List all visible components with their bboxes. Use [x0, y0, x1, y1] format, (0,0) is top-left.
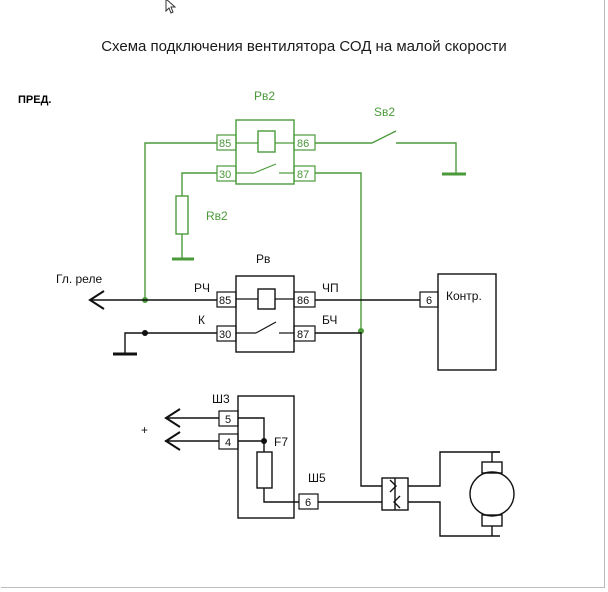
- motor-icon: [469, 471, 515, 517]
- wire-label-k: К: [198, 313, 205, 327]
- note-label: ПРЕД.: [18, 94, 52, 106]
- relay-rv2-pin-87: 87: [297, 169, 309, 181]
- relay-rv2-body: [235, 119, 295, 185]
- controller-pin-box: [419, 291, 439, 308]
- controller-pin-6: 6: [426, 295, 432, 307]
- relay-rv-pin-86: 86: [297, 295, 309, 307]
- relay-rv-label: Рв: [256, 252, 270, 266]
- wire-label-rch: РЧ: [194, 281, 210, 295]
- black-wires: [88, 290, 500, 537]
- supply-arrow-5-icon: [164, 408, 181, 428]
- controller-label: Контр.: [446, 289, 482, 303]
- relay-rv-pin-87: 87: [297, 329, 309, 341]
- relay-rv2-label: Рв2: [254, 89, 275, 103]
- main-relay-label: Гл. реле: [56, 272, 102, 286]
- fuse-block-pin-5: 5: [225, 414, 231, 426]
- fuse-block-pin-6: 6: [305, 497, 311, 509]
- junction-k-dot: [142, 330, 148, 336]
- main-relay-arrow-icon: [88, 290, 105, 310]
- controller-box: [437, 273, 497, 371]
- switch-sv2-label: Sв2: [374, 105, 395, 119]
- fuse-f7: [256, 451, 273, 489]
- relay-rv-body: [235, 275, 295, 353]
- relay-rv-coil: [257, 288, 276, 310]
- relay-rv2-pin-86: 86: [297, 138, 309, 150]
- supply-arrow-4-icon: [164, 431, 181, 451]
- fuse-block-body: [237, 395, 295, 519]
- wire-label-chp: ЧП: [322, 281, 339, 295]
- relay-rv-group: [216, 275, 316, 353]
- fuse-f7-label: F7: [274, 435, 288, 449]
- relay-rv2-pin-30: 30: [219, 169, 231, 181]
- junction-fuse-dot: [261, 438, 267, 444]
- connector-sh5-label: Ш5: [308, 471, 326, 485]
- motor-connector: [381, 477, 409, 511]
- switch-sv2-blade: [371, 130, 397, 144]
- resistor-rv2-label: Rв2: [206, 209, 228, 223]
- fan-motor: [469, 451, 515, 536]
- green-wires: [144, 130, 457, 330]
- relay-rv-pin-30: 30: [219, 329, 231, 341]
- diagram-title: Схема подключения вентилятора СОД на мал…: [101, 38, 507, 55]
- wire-label-bch: БЧ: [322, 313, 337, 327]
- supply-plus-label: +: [141, 423, 148, 437]
- fuse-block-pin-4: 4: [225, 437, 231, 449]
- mouse-cursor-icon: [165, 0, 177, 14]
- relay-rv2-pin-85: 85: [219, 138, 231, 150]
- fuse-block-wiring: [164, 408, 299, 503]
- relay-rv-pin-85: 85: [219, 295, 231, 307]
- resistor-rv2: [175, 195, 189, 235]
- relay-rv2-coil: [257, 130, 276, 153]
- connector-sh3-label: Ш3: [212, 392, 230, 406]
